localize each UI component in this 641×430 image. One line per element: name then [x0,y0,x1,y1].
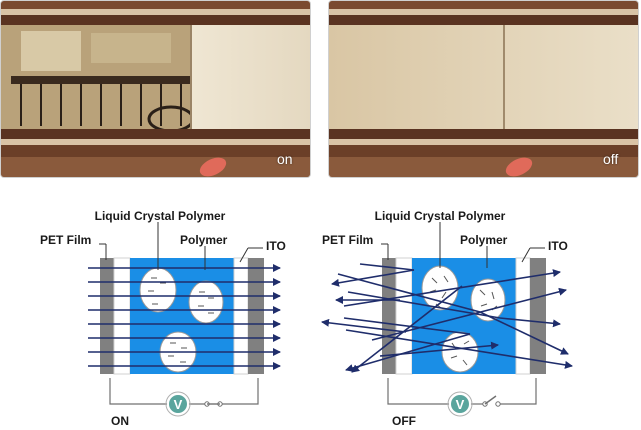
label-pet-film: PET Film [322,233,373,247]
droplet [139,267,177,313]
light-ray-arrow [337,273,481,313]
circuit-wire-left [109,378,168,405]
ito-left [113,257,131,375]
label-polymer: Polymer [180,233,228,247]
state-label-off: OFF [392,414,416,428]
label-ito: ITO [266,239,286,253]
voltmeter-icon [449,393,471,415]
leader-lines-off [381,222,545,268]
leader-lines-on [99,222,263,270]
label-liquid-crystal-polymer: Liquid Crystal Polymer [95,209,226,223]
label-polymer: Polymer [460,233,508,247]
circuit-wire-right [500,378,537,405]
ito-left [395,257,413,375]
ito-right [233,257,249,375]
photo-glass-off: off [328,0,639,178]
droplet [441,331,479,373]
photo-on-scene [1,1,310,177]
label-pet-film: PET Film [40,233,91,247]
switch-lever-open [484,395,497,405]
light-rays-straight [88,264,281,370]
photo-off-scene [329,1,638,177]
ito-right [515,257,531,375]
voltmeter-symbol: V [174,397,183,412]
light-ray-arrow [331,269,415,287]
light-ray-arrow [345,333,471,372]
pet-film-right [530,258,546,374]
pet-film-left [100,258,114,374]
light-ray-arrow [343,317,471,335]
light-ray-arrow [499,317,561,328]
photo-glass-on: on [0,0,311,178]
light-ray-arrow [321,318,407,333]
voltmeter-icon [167,393,189,415]
diagram-on: V [40,209,286,428]
light-ray-arrow [351,285,463,373]
voltmeter-symbol: V [456,397,465,412]
lc-molecules-aligned [148,277,214,363]
diagram-off: V [321,209,573,428]
light-ray-arrow [359,263,415,271]
droplet [188,280,224,324]
label-liquid-crystal-polymer: Liquid Crystal Polymer [375,209,506,223]
droplet [470,278,506,322]
pet-film-right [248,258,264,374]
voltmeter-ring [165,391,191,417]
photo-on-label: on [277,151,293,167]
circuit-wire-left [387,378,450,405]
light-ray-arrow [379,341,499,357]
circuit-wire-right [222,378,259,405]
switch-contact-b [495,401,501,407]
light-rays-scattered [321,263,573,373]
light-ray-arrow [345,329,573,369]
voltmeter-ring [447,391,473,417]
light-ray-arrow [479,311,569,355]
label-ito: ITO [548,239,568,253]
photo-off-label: off [603,151,619,167]
state-label-on: ON [111,414,129,428]
